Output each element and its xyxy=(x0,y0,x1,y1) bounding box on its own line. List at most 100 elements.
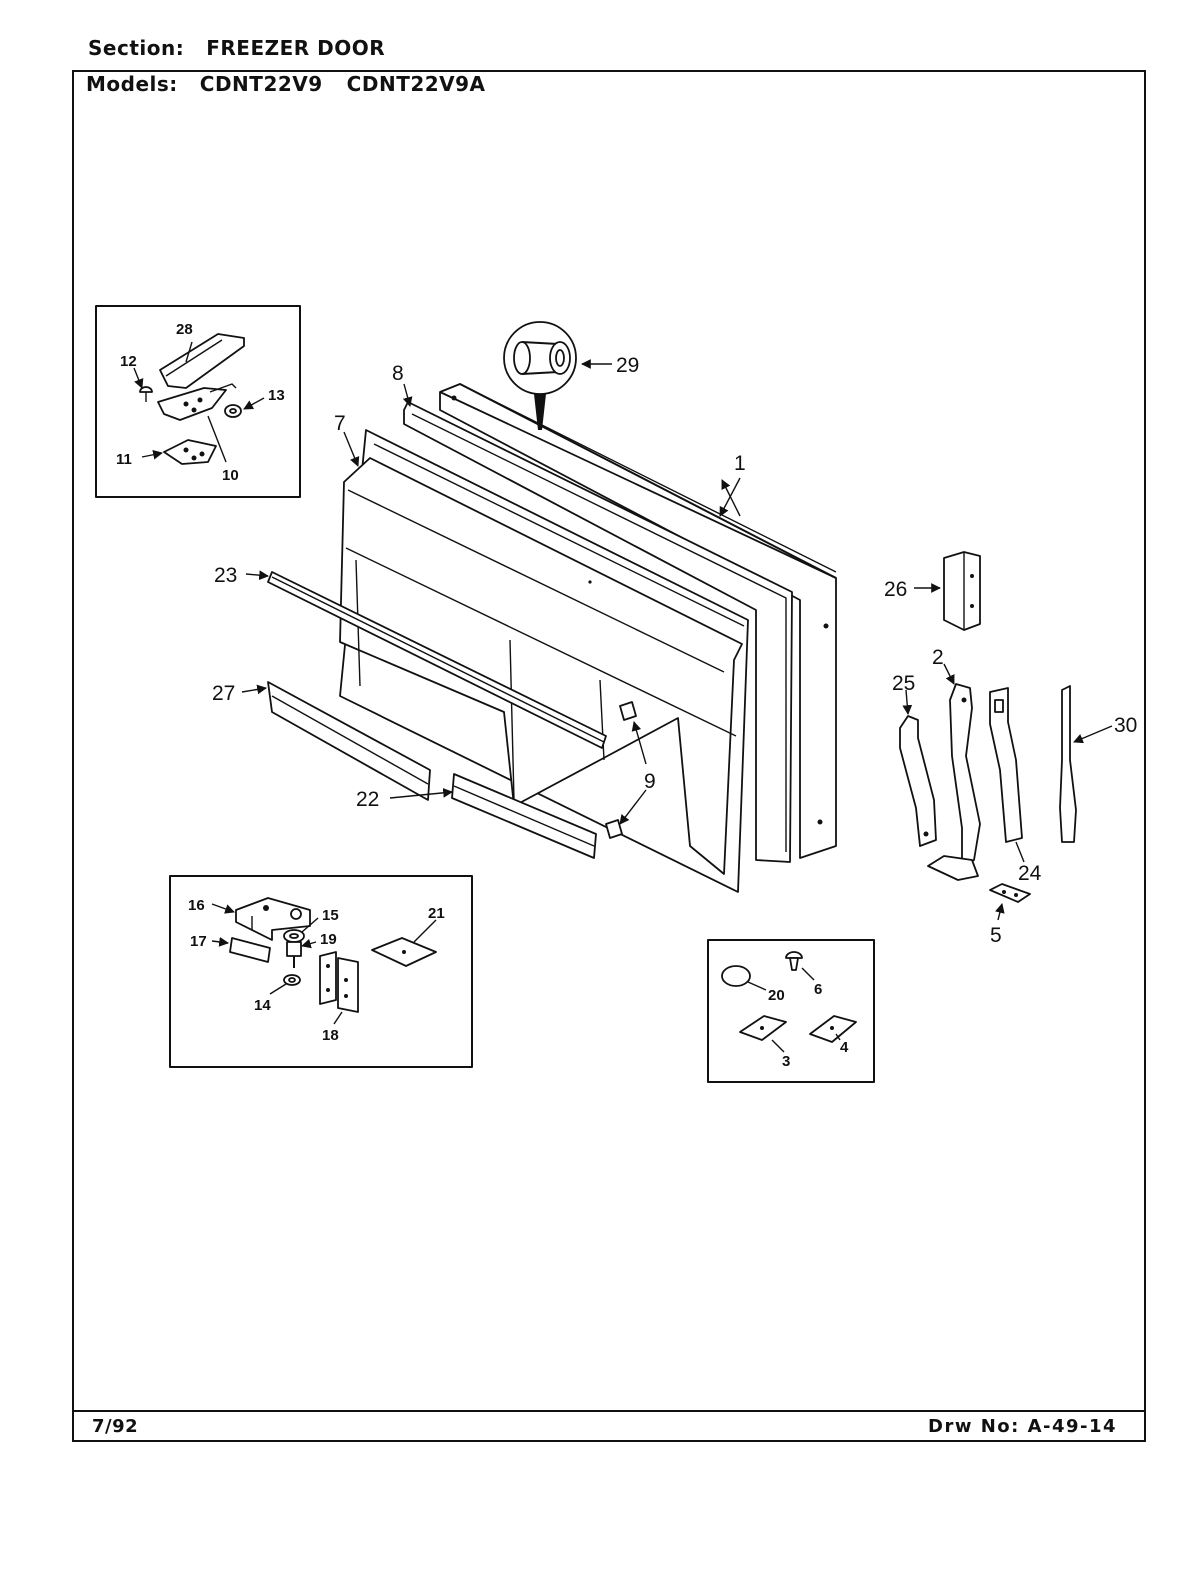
footer-divider xyxy=(72,1410,1146,1412)
callout-17: 17 xyxy=(190,933,207,950)
washer-part-15 xyxy=(283,929,305,943)
models-label: Models: xyxy=(86,72,178,96)
callout-18: 18 xyxy=(322,1027,339,1044)
leader-9b xyxy=(619,789,647,825)
callout-23: 23 xyxy=(214,564,237,587)
leader-11 xyxy=(141,449,163,460)
clip-part-3 xyxy=(739,1015,787,1041)
door-stop-part-24 xyxy=(989,687,1023,843)
inset-hinge-hardware: 16 17 15 19 14 18 21 xyxy=(169,875,473,1068)
leader-2 xyxy=(943,663,955,685)
leader-27 xyxy=(241,684,267,695)
callout-5: 5 xyxy=(990,924,1002,947)
callout-26: 26 xyxy=(884,578,907,601)
callout-20: 20 xyxy=(768,987,785,1004)
leader-16 xyxy=(211,903,235,914)
leader-4 xyxy=(835,1033,841,1041)
shelf-rail-part-27 xyxy=(267,681,431,801)
leader-18 xyxy=(333,1011,343,1025)
hinge-plate-part-18 xyxy=(319,951,359,1013)
callout-1: 1 xyxy=(734,452,746,475)
callout-25: 25 xyxy=(892,672,915,695)
right-side-parts: 26 2 25 30 24 5 xyxy=(884,551,1137,947)
callout-6: 6 xyxy=(814,981,822,998)
leader-13 xyxy=(243,397,265,410)
shelf-bar-part-23 xyxy=(267,571,607,749)
callout-30: 30 xyxy=(1114,714,1137,737)
callout-9: 9 xyxy=(644,770,656,793)
section-value: FREEZER DOOR xyxy=(206,36,386,60)
hinge-plate-part-10 xyxy=(157,383,237,421)
callout-15: 15 xyxy=(322,907,339,924)
shim-part-11 xyxy=(163,439,217,465)
callout-29: 29 xyxy=(616,354,639,377)
screw-part-6 xyxy=(785,951,803,971)
washer-part-14 xyxy=(283,974,301,986)
leader-30 xyxy=(1073,725,1113,744)
inset-small-hardware: 20 6 3 4 xyxy=(707,939,875,1083)
handle-cap-part-26 xyxy=(943,551,981,631)
callout-21: 21 xyxy=(428,905,445,922)
callout-19: 19 xyxy=(320,931,337,948)
clip-part-4 xyxy=(809,1015,857,1043)
leader-7 xyxy=(343,431,360,467)
callout-24: 24 xyxy=(1018,862,1042,885)
leader-23 xyxy=(245,570,269,581)
leader-22 xyxy=(389,787,453,799)
callout-4: 4 xyxy=(840,1039,849,1056)
leader-25 xyxy=(902,689,913,715)
leader-3 xyxy=(771,1039,785,1053)
handle-plug-part-29 xyxy=(503,321,577,430)
drawing-date: 7/92 xyxy=(92,1416,139,1437)
models-heading: Models: CDNT22V9 CDNT22V9A xyxy=(86,72,486,96)
hinge-arm-part-25 xyxy=(899,715,937,847)
door-assembly: 1 8 7 29 23 27 22 9 xyxy=(212,321,837,893)
hinge-bracket-part-16 xyxy=(235,897,311,941)
leader-24 xyxy=(1015,841,1025,863)
drawing-frame xyxy=(72,70,1146,1442)
leader-21 xyxy=(413,919,437,943)
callout-28: 28 xyxy=(176,321,193,338)
leader-1b xyxy=(719,477,741,517)
model-number-2: CDNT22V9A xyxy=(346,72,486,96)
leader-19 xyxy=(301,938,317,949)
leader-8 xyxy=(402,383,413,407)
pin-part-19 xyxy=(286,941,302,968)
leader-20 xyxy=(747,981,767,991)
callout-3: 3 xyxy=(782,1053,790,1070)
callout-10: 10 xyxy=(222,467,239,484)
bracket-part-21 xyxy=(371,937,437,967)
leader-5 xyxy=(995,903,1005,921)
callout-16: 16 xyxy=(188,897,205,914)
callout-22: 22 xyxy=(356,788,379,811)
callout-27: 27 xyxy=(212,682,235,705)
screw-part-12 xyxy=(139,386,153,402)
callout-8: 8 xyxy=(392,362,404,385)
leader-28 xyxy=(185,341,193,363)
leader-9a xyxy=(631,721,647,765)
leader-15 xyxy=(301,917,319,933)
callout-13: 13 xyxy=(268,387,285,404)
section-heading: Section: FREEZER DOOR xyxy=(88,36,385,60)
wire-part-30 xyxy=(1059,685,1077,843)
washer-part-13 xyxy=(224,404,242,418)
callout-2: 2 xyxy=(932,646,944,669)
clip-part-9 xyxy=(605,701,637,839)
plug-part-20 xyxy=(721,965,751,987)
outer-door-panel-part-1 xyxy=(439,383,837,859)
leader-12 xyxy=(133,367,144,389)
hinge-arm-part-2 xyxy=(927,683,981,881)
callout-12: 12 xyxy=(120,353,137,370)
callout-7: 7 xyxy=(334,412,346,435)
section-label: Section: xyxy=(88,36,185,60)
leader-17 xyxy=(211,937,229,947)
shim-part-5 xyxy=(989,883,1031,903)
leader-14 xyxy=(269,983,287,995)
leader-10 xyxy=(207,415,227,463)
door-gasket-part-8 xyxy=(403,401,793,863)
leader-1 xyxy=(721,479,741,517)
shim-part-17 xyxy=(229,937,271,963)
model-number-1: CDNT22V9 xyxy=(199,72,323,96)
callout-14: 14 xyxy=(254,997,271,1014)
